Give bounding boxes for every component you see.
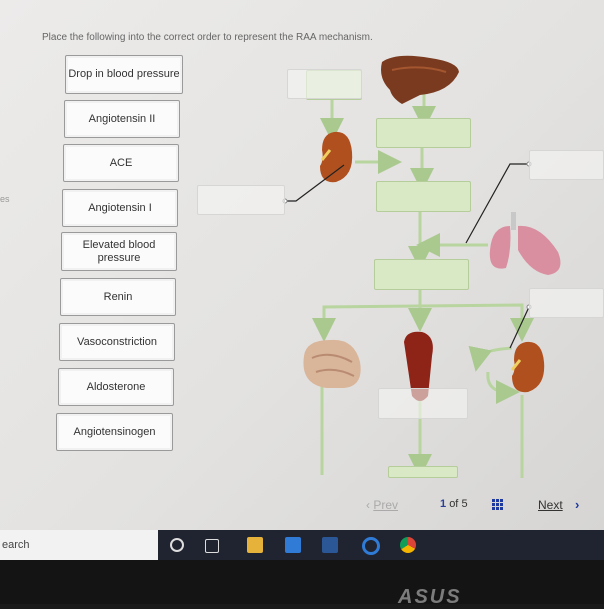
page-indicator: 1 of 5 (440, 498, 468, 510)
raa-diagram (282, 55, 561, 478)
liver-icon (381, 55, 459, 104)
blood-vessel-icon (404, 331, 433, 401)
drop-slot-lungs[interactable] (529, 150, 604, 180)
task-view-icon[interactable] (205, 539, 219, 553)
cropped-sidebar-text: es (0, 194, 10, 204)
next-button[interactable]: Next (538, 498, 563, 512)
flow-box-3[interactable] (376, 181, 471, 212)
card-aldosterone[interactable]: Aldosterone (58, 368, 174, 406)
card-renin[interactable]: Renin (60, 278, 176, 316)
store-icon[interactable] (285, 537, 301, 553)
lungs-icon (489, 212, 561, 275)
flow-box-4[interactable] (374, 259, 469, 290)
drop-slot-kidney[interactable] (197, 185, 285, 215)
taskbar: earch (0, 530, 604, 560)
grid-icon[interactable] (492, 499, 506, 513)
card-angiotensin-ii[interactable]: Angiotensin II (64, 100, 180, 138)
brain-icon (303, 339, 361, 388)
asus-logo: ASUS (398, 586, 462, 608)
leader-lines (285, 163, 530, 349)
file-explorer-icon[interactable] (247, 537, 263, 553)
kidney-icon-top (320, 131, 353, 183)
page-of: of (449, 498, 459, 510)
card-angiotensin-i[interactable]: Angiotensin I (62, 189, 178, 227)
drop-slot-liver[interactable] (287, 69, 362, 99)
prev-button[interactable]: ‹ Prev (366, 498, 398, 512)
prev-label: Prev (373, 498, 399, 512)
card-ace[interactable]: ACE (63, 144, 179, 182)
card-angiotensinogen[interactable]: Angiotensinogen (56, 413, 173, 451)
flow-arrows (312, 90, 534, 478)
edge-icon[interactable] (362, 537, 380, 555)
laptop-bezel: ASUS (0, 560, 604, 608)
current-page: 1 (440, 498, 447, 510)
card-drop-in-blood-pressure[interactable]: Drop in blood pressure (65, 55, 183, 94)
card-elevated-blood-pressure[interactable]: Elevated blood pressure (61, 232, 177, 271)
kidney-icon-bottom (510, 341, 545, 393)
taskbar-search-input[interactable]: earch (0, 530, 158, 560)
drop-slot-kidney-bottom[interactable] (529, 288, 604, 318)
flow-box-5[interactable] (388, 466, 458, 478)
question-instruction: Place the following into the correct ord… (42, 32, 373, 43)
chevron-right-icon[interactable]: › (575, 497, 580, 512)
chrome-icon[interactable] (400, 537, 416, 553)
cortana-circle-icon[interactable] (170, 538, 184, 552)
chevron-left-icon: ‹ (366, 498, 370, 512)
total-pages: 5 (461, 498, 468, 510)
drop-slot-vessel[interactable] (378, 388, 468, 419)
card-vasoconstriction[interactable]: Vasoconstriction (59, 323, 175, 361)
word-icon[interactable] (322, 537, 338, 553)
browser-content: Place the following into the correct ord… (0, 0, 604, 530)
flow-box-2[interactable] (376, 118, 471, 148)
